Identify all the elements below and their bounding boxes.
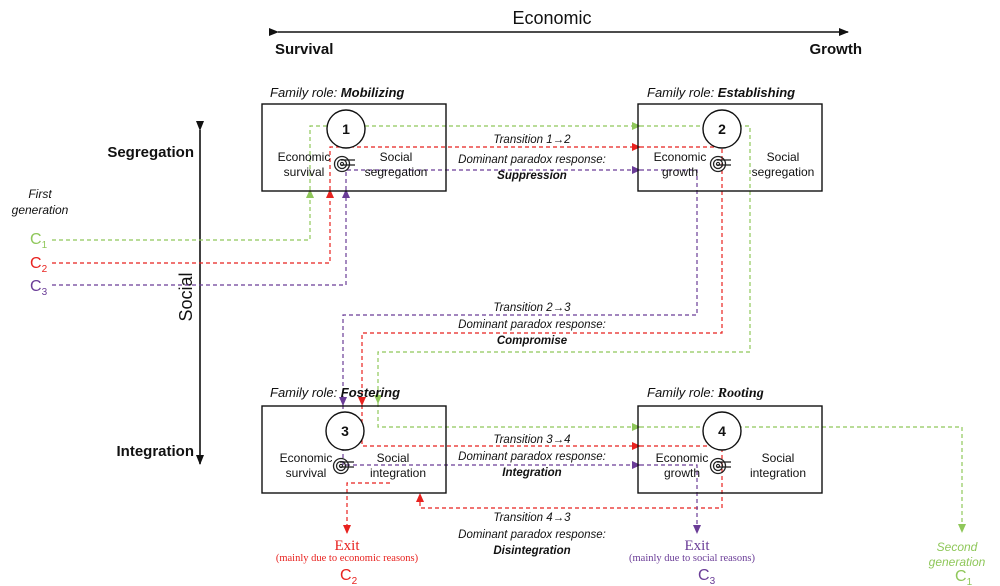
economic-axis-left-label: Survival: [275, 41, 333, 58]
c2-entry-path: [52, 189, 334, 264]
transition-3-4-subtitle: Dominant paradox response:: [458, 451, 606, 463]
box-1-role: Family role: Mobilizing: [270, 85, 404, 100]
exit-social: Exit (mainly due to social reasons) C3: [629, 538, 755, 586]
box-4-number-circle: [702, 411, 742, 451]
box-2: Family role: Establishing 2 Economic gro…: [637, 85, 823, 192]
box-1-social-line1: Social: [380, 150, 413, 164]
box-3-frame: [261, 405, 447, 494]
social-axis-top-label: Segregation: [107, 144, 194, 161]
box-1-number-circle: [326, 109, 366, 149]
c2-transition-2-3-path: [358, 146, 723, 406]
cohort-paths: [52, 122, 966, 534]
box-2-number-circle: [702, 109, 742, 149]
box-4-social-line1: Social: [762, 451, 795, 465]
second-generation-line1: Second: [937, 540, 978, 554]
transition-4-3-label: Transition 4→3 Dominant paradox response…: [458, 512, 606, 557]
box-3-economic-line2: survival: [286, 466, 327, 480]
first-generation-label: First generation: [12, 187, 69, 217]
economic-axis: Economic Survival Growth: [269, 8, 863, 58]
social-axis: Social Segregation Integration: [107, 121, 204, 465]
c1-second-generation-path: [640, 426, 966, 533]
box-4-social-line2: integration: [750, 466, 806, 480]
economic-axis-title: Economic: [512, 8, 591, 28]
transition-1-2-response: Suppression: [497, 170, 567, 182]
transition-3-4-label: Transition 3→4 Dominant paradox response…: [458, 434, 606, 479]
cohort-c1-label: C1: [30, 231, 48, 251]
exit-social-cohort: C3: [698, 567, 716, 586]
c2-transition-3-4-path: [361, 405, 641, 450]
cohort-c2-label: C2: [30, 255, 48, 275]
box-1-social-line2: segregation: [365, 165, 428, 179]
social-axis-bottom-label: Integration: [117, 443, 195, 460]
c1-entry-path: [52, 189, 314, 241]
box-1-economic-line2: survival: [284, 165, 325, 179]
exit-economic-title: Exit: [335, 538, 361, 554]
transition-1-2-label: Transition 1→2 Dominant paradox response…: [458, 134, 606, 182]
box-2-social-line2: segregation: [752, 165, 815, 179]
transition-3-4-response: Integration: [502, 467, 561, 479]
box-3-number: 3: [341, 423, 349, 439]
box-1-frame: [261, 103, 447, 192]
c2-transition-4-3-path: [416, 445, 723, 509]
box-3-social-line2: integration: [370, 466, 426, 480]
box-1: Family role: Mobilizing 1 Economic survi…: [261, 85, 447, 192]
transition-3-4-title: Transition 3→4: [493, 434, 570, 446]
box-4-number: 4: [718, 423, 726, 439]
c3-transition-2-3-path: [339, 169, 698, 406]
box-2-economic-line2: growth: [662, 165, 698, 179]
paradox-icon: [332, 457, 355, 475]
transition-4-3-title: Transition 4→3: [493, 512, 571, 524]
exit-social-reason: (mainly due to social reasons): [629, 553, 755, 564]
first-generation-line2: generation: [12, 203, 69, 217]
box-4: Family role: Rooting 4 Economic growth S…: [637, 385, 823, 494]
c3-transition-3-4-path: [342, 405, 641, 469]
box-4-frame: [637, 405, 823, 494]
social-axis-title: Social: [176, 272, 196, 321]
paradox-icon: [709, 457, 732, 475]
box-1-number: 1: [342, 121, 350, 137]
second-generation-cohort: C1: [955, 568, 973, 586]
c2-transition-1-2-path: [329, 143, 641, 190]
transition-4-3-subtitle: Dominant paradox response:: [458, 529, 606, 541]
transition-2-3-subtitle: Dominant paradox response:: [458, 319, 606, 331]
paradox-icon: [709, 155, 732, 173]
transition-1-2-subtitle: Dominant paradox response:: [458, 154, 606, 166]
c2-exit-path: [343, 482, 390, 534]
exit-economic-reason: (mainly due to economic reasons): [276, 553, 419, 564]
first-generation-line1: First: [28, 187, 52, 201]
transition-2-3-title: Transition 2→3: [493, 302, 571, 314]
c3-entry-path: [52, 189, 350, 286]
box-4-role: Family role: Rooting: [647, 385, 764, 401]
exit-economic: Exit (mainly due to economic reasons) C2: [276, 538, 419, 586]
transition-2-3-label: Transition 2→3 Dominant paradox response…: [458, 302, 606, 347]
second-generation-label: Second generation C1: [929, 540, 986, 586]
box-2-role: Family role: Establishing: [647, 85, 795, 100]
box-3: Family role: Fostering 3 Economic surviv…: [261, 385, 447, 494]
box-3-number-circle: [325, 411, 365, 451]
c1-transition-1-2-path: [309, 122, 641, 190]
box-3-role: Family role: Fostering: [270, 385, 400, 400]
exit-economic-cohort: C2: [340, 567, 358, 586]
second-generation-line2: generation: [929, 555, 986, 569]
c3-exit-path: [640, 464, 701, 534]
exit-social-title: Exit: [685, 538, 711, 554]
box-4-economic-line1: Economic: [656, 451, 709, 465]
transition-4-3-response: Disintegration: [493, 545, 570, 557]
economic-axis-right-label: Growth: [810, 41, 863, 58]
transition-1-2-title: Transition 1→2: [493, 134, 571, 146]
box-1-economic-line1: Economic: [278, 150, 331, 164]
cohort-c3-label: C3: [30, 278, 48, 298]
c1-transition-3-4-path: [377, 403, 641, 431]
box-2-number: 2: [718, 121, 726, 137]
box-3-social-line1: Social: [377, 451, 410, 465]
transition-2-3-response: Compromise: [497, 335, 568, 347]
box-3-economic-line1: Economic: [280, 451, 333, 465]
box-2-social-line1: Social: [767, 150, 800, 164]
box-2-economic-line1: Economic: [654, 150, 707, 164]
box-4-economic-line2: growth: [664, 466, 700, 480]
box-2-frame: [637, 103, 823, 192]
